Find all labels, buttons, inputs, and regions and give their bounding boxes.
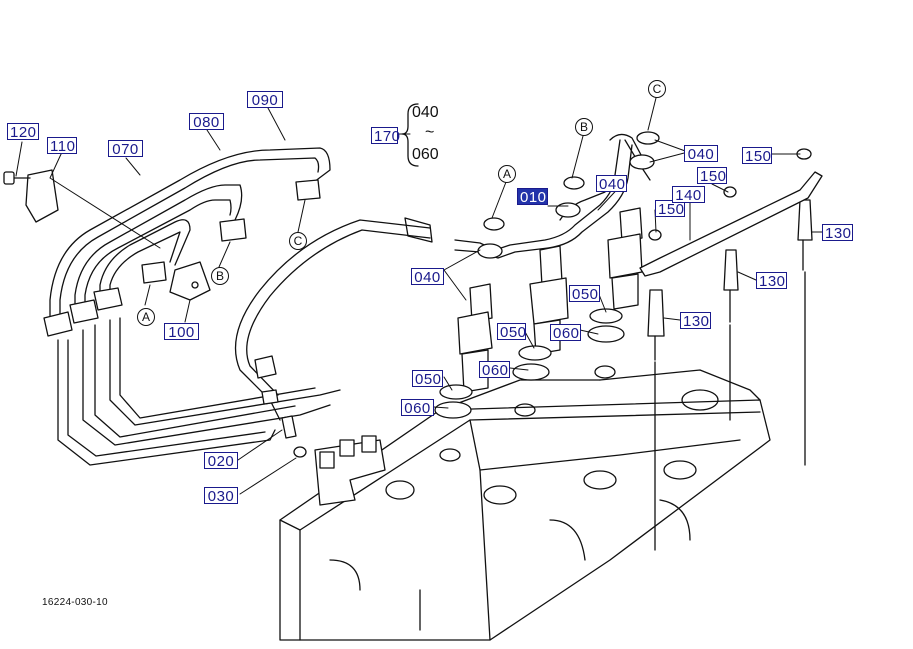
callout-040-right[interactable]: 040: [684, 145, 718, 163]
marker-b-right: B: [575, 118, 593, 136]
callout-060-right[interactable]: 060: [550, 324, 581, 342]
range-brace: [401, 103, 419, 167]
callout-040-left[interactable]: 040: [411, 268, 444, 286]
marker-a-left: A: [137, 308, 155, 326]
callout-130-right[interactable]: 130: [822, 224, 853, 242]
pipe-nuts: [43, 179, 321, 337]
range-to: 060: [412, 146, 439, 163]
marker-a-right: A: [498, 165, 516, 183]
callout-120[interactable]: 120: [7, 123, 39, 141]
injection-pump-fittings: [254, 355, 386, 506]
callout-030[interactable]: 030: [204, 487, 238, 505]
range-from: 040: [412, 104, 439, 121]
marker-c-right: C: [648, 80, 666, 98]
callout-150-left[interactable]: 150: [655, 200, 685, 218]
callout-150-mid[interactable]: 150: [697, 167, 727, 185]
callout-060-mid[interactable]: 060: [479, 361, 510, 379]
callout-050-mid[interactable]: 050: [497, 323, 526, 341]
callout-060-left[interactable]: 060: [401, 399, 434, 417]
callout-050-right[interactable]: 050: [569, 285, 600, 303]
callout-100[interactable]: 100: [164, 323, 199, 341]
callout-010-selected[interactable]: 010: [517, 188, 548, 206]
marker-c-left: C: [289, 232, 307, 250]
callout-130-left[interactable]: 130: [680, 312, 711, 330]
cylinder-head: [279, 365, 771, 641]
drawing-number: 16224-030-10: [42, 597, 108, 608]
glow-plugs: [639, 148, 823, 551]
callout-140[interactable]: 140: [672, 186, 705, 204]
callout-020[interactable]: 020: [204, 452, 238, 470]
callout-170[interactable]: 170: [371, 127, 400, 145]
callout-110[interactable]: 110: [47, 137, 77, 155]
callout-070[interactable]: 070: [108, 140, 143, 158]
callout-050-left[interactable]: 050: [412, 370, 443, 388]
callout-090[interactable]: 090: [247, 91, 283, 109]
callout-130-mid[interactable]: 130: [756, 272, 787, 290]
leader-lines: [15, 97, 823, 495]
callout-040-top[interactable]: 040: [596, 175, 627, 193]
callout-080[interactable]: 080: [189, 113, 224, 131]
injection-pipes: [49, 147, 341, 466]
marker-b-left: B: [211, 267, 229, 285]
clamp-parts: [3, 169, 211, 301]
range-tilde: ~: [425, 124, 435, 141]
callout-150-top[interactable]: 150: [742, 147, 772, 165]
washers: [434, 308, 625, 419]
